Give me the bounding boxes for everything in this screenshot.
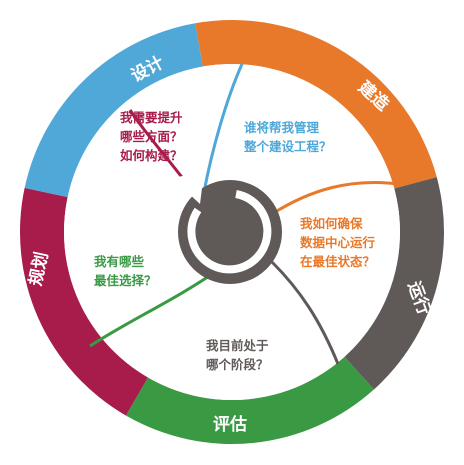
ring-segment-evaluate — [344, 177, 444, 390]
question-plan: 我有哪些 最佳选择？ — [94, 254, 157, 288]
question-line: 如何构建？ — [120, 148, 183, 163]
question-line: 我有哪些 — [94, 254, 145, 269]
divider-plan — [89, 268, 219, 348]
question-line: 整个建设工程？ — [244, 139, 332, 154]
question-line: 哪个阶段？ — [206, 357, 269, 372]
cycle-arrow-icon — [187, 190, 272, 274]
cycle-arrowhead-icon — [172, 172, 204, 204]
question-operate: 我如何确保 数据中心运行 在最佳状态？ — [299, 216, 376, 269]
ring-segment-build — [24, 23, 203, 198]
question-line: 我如何确保 — [300, 216, 363, 231]
question-build: 谁将帮我管理 整个建设工程？ — [244, 120, 332, 154]
question-line: 哪些方面？ — [120, 129, 183, 144]
question-evaluate: 我目前处于 哪个阶段？ — [206, 338, 269, 372]
question-line: 我需要提升 — [120, 110, 183, 125]
question-line: 我目前处于 — [206, 338, 269, 353]
question-line: 数据中心运行 — [299, 235, 376, 250]
divider-evaluate — [270, 260, 340, 365]
ring-segment-operate — [195, 19, 437, 189]
label-evaluate: 评估 — [213, 414, 247, 435]
question-line: 最佳选择？ — [94, 273, 157, 288]
ring-segment-plan — [126, 356, 374, 444]
divider-operate — [271, 180, 399, 216]
question-line: 在最佳状态？ — [300, 254, 375, 269]
question-design: 我需要提升 哪些方面？ 如何构建？ — [120, 110, 183, 163]
question-line: 谁将帮我管理 — [244, 120, 320, 135]
divider-build — [202, 63, 244, 193]
ring-segment-design — [19, 187, 148, 416]
